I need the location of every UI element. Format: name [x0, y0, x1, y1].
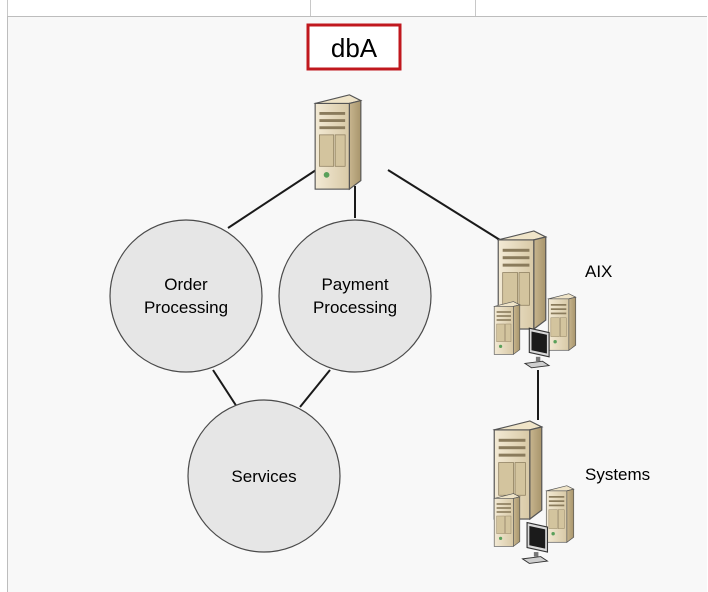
diagram-title: dbA	[331, 33, 378, 63]
tab-divider	[475, 0, 476, 16]
payment-processing-node: Payment Processing	[278, 219, 432, 373]
title-border	[306, 23, 402, 71]
systems-node: Systems	[493, 420, 650, 564]
tab-divider	[310, 0, 311, 16]
server-cluster-icon	[493, 420, 575, 564]
server-cluster-icon	[493, 230, 577, 369]
payment-processing-circle	[278, 219, 432, 373]
services-label: Services	[231, 467, 296, 486]
connector-db-aix	[387, 169, 501, 241]
payment-processing-label-line1: Payment	[321, 275, 388, 294]
services-node: Services	[187, 399, 341, 553]
order-processing-node: Order Processing	[109, 219, 263, 373]
aix-node: AIX	[493, 230, 612, 369]
order-processing-label-line1: Order	[164, 275, 208, 294]
systems-label: Systems	[585, 465, 650, 484]
services-circle	[187, 399, 341, 553]
payment-processing-label-line2: Processing	[313, 298, 397, 317]
order-processing-circle	[109, 219, 263, 373]
title-box: dbA	[306, 23, 402, 71]
order-processing-label-line2: Processing	[144, 298, 228, 317]
tower-server-icon	[314, 94, 362, 190]
connector-payment-services	[299, 369, 331, 408]
aix-label: AIX	[585, 262, 612, 281]
connector-db-order	[227, 169, 317, 229]
connections	[212, 169, 539, 420]
tab-divider	[7, 0, 8, 16]
connector-order-services	[212, 369, 238, 408]
top-bar	[0, 0, 708, 16]
db-server-node	[314, 94, 362, 190]
